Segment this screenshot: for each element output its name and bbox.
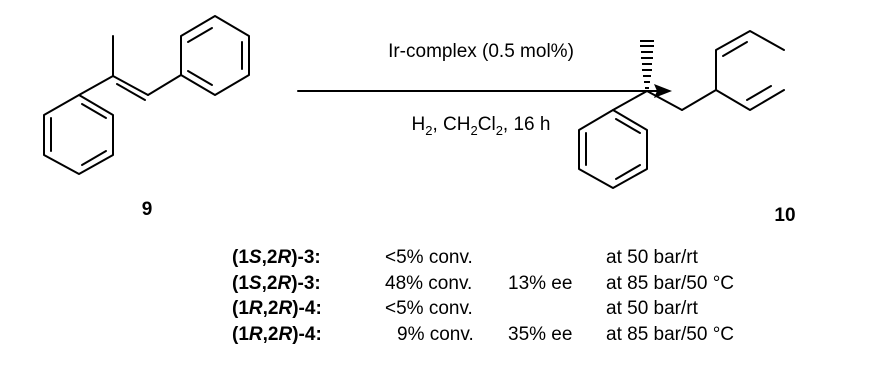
- product-alkyl-chain: [612, 89, 717, 111]
- product-left-phenyl-ring: [578, 109, 648, 189]
- reaction-condition: at 85 bar/50 °C: [606, 272, 735, 294]
- catalyst-label: (1R,2R)-4:: [232, 323, 322, 345]
- reaction-scheme: Ir-complex (0.5 mol%) H2, CH2Cl2, 16 h 9…: [43, 15, 796, 226]
- results-table: (1S,2R)-3: <5% conv. at 50 bar/rt (1S,2R…: [232, 245, 832, 347]
- arrow-head: [654, 84, 672, 98]
- result-row: (1S,2R)-3: <5% conv. at 50 bar/rt: [232, 245, 832, 271]
- conversion: <5% conv.: [385, 298, 473, 319]
- enantiomeric-excess: 13% ee: [508, 272, 573, 294]
- reaction-condition: at 50 bar/rt: [606, 247, 698, 268]
- conditions-text: H2, CH2Cl2, 16 h: [412, 114, 551, 138]
- hashed-wedge-bond: [640, 40, 654, 89]
- conversion: 9% conv.: [397, 323, 474, 345]
- conversion: <5% conv.: [385, 247, 473, 268]
- reaction-condition: at 50 bar/rt: [606, 298, 698, 319]
- product-right-phenyl-ring: [715, 30, 785, 111]
- conversion: 48% conv.: [385, 272, 473, 294]
- enantiomeric-excess: 35% ee: [508, 323, 573, 345]
- reagent-text: Ir-complex (0.5 mol%): [388, 41, 574, 62]
- substrate-right-phenyl-ring: [180, 15, 250, 96]
- substrate-left-phenyl-ring: [43, 94, 114, 175]
- catalyst-label: (1S,2R)-3:: [232, 247, 321, 268]
- result-row: (1R,2R)-4: 9% conv. 35% ee at 85 bar/50 …: [232, 322, 832, 348]
- reaction-condition: at 85 bar/50 °C: [606, 323, 735, 345]
- catalyst-label: (1S,2R)-3:: [232, 272, 321, 294]
- result-row: (1S,2R)-3: 48% conv. 13% ee at 85 bar/50…: [232, 271, 832, 297]
- substrate-alkene-chain: [78, 35, 182, 101]
- catalyst-label: (1R,2R)-4:: [232, 298, 322, 319]
- product-label: 10: [774, 205, 795, 226]
- substrate-label: 9: [142, 199, 153, 220]
- result-row: (1R,2R)-4: <5% conv. at 50 bar/rt: [232, 296, 832, 322]
